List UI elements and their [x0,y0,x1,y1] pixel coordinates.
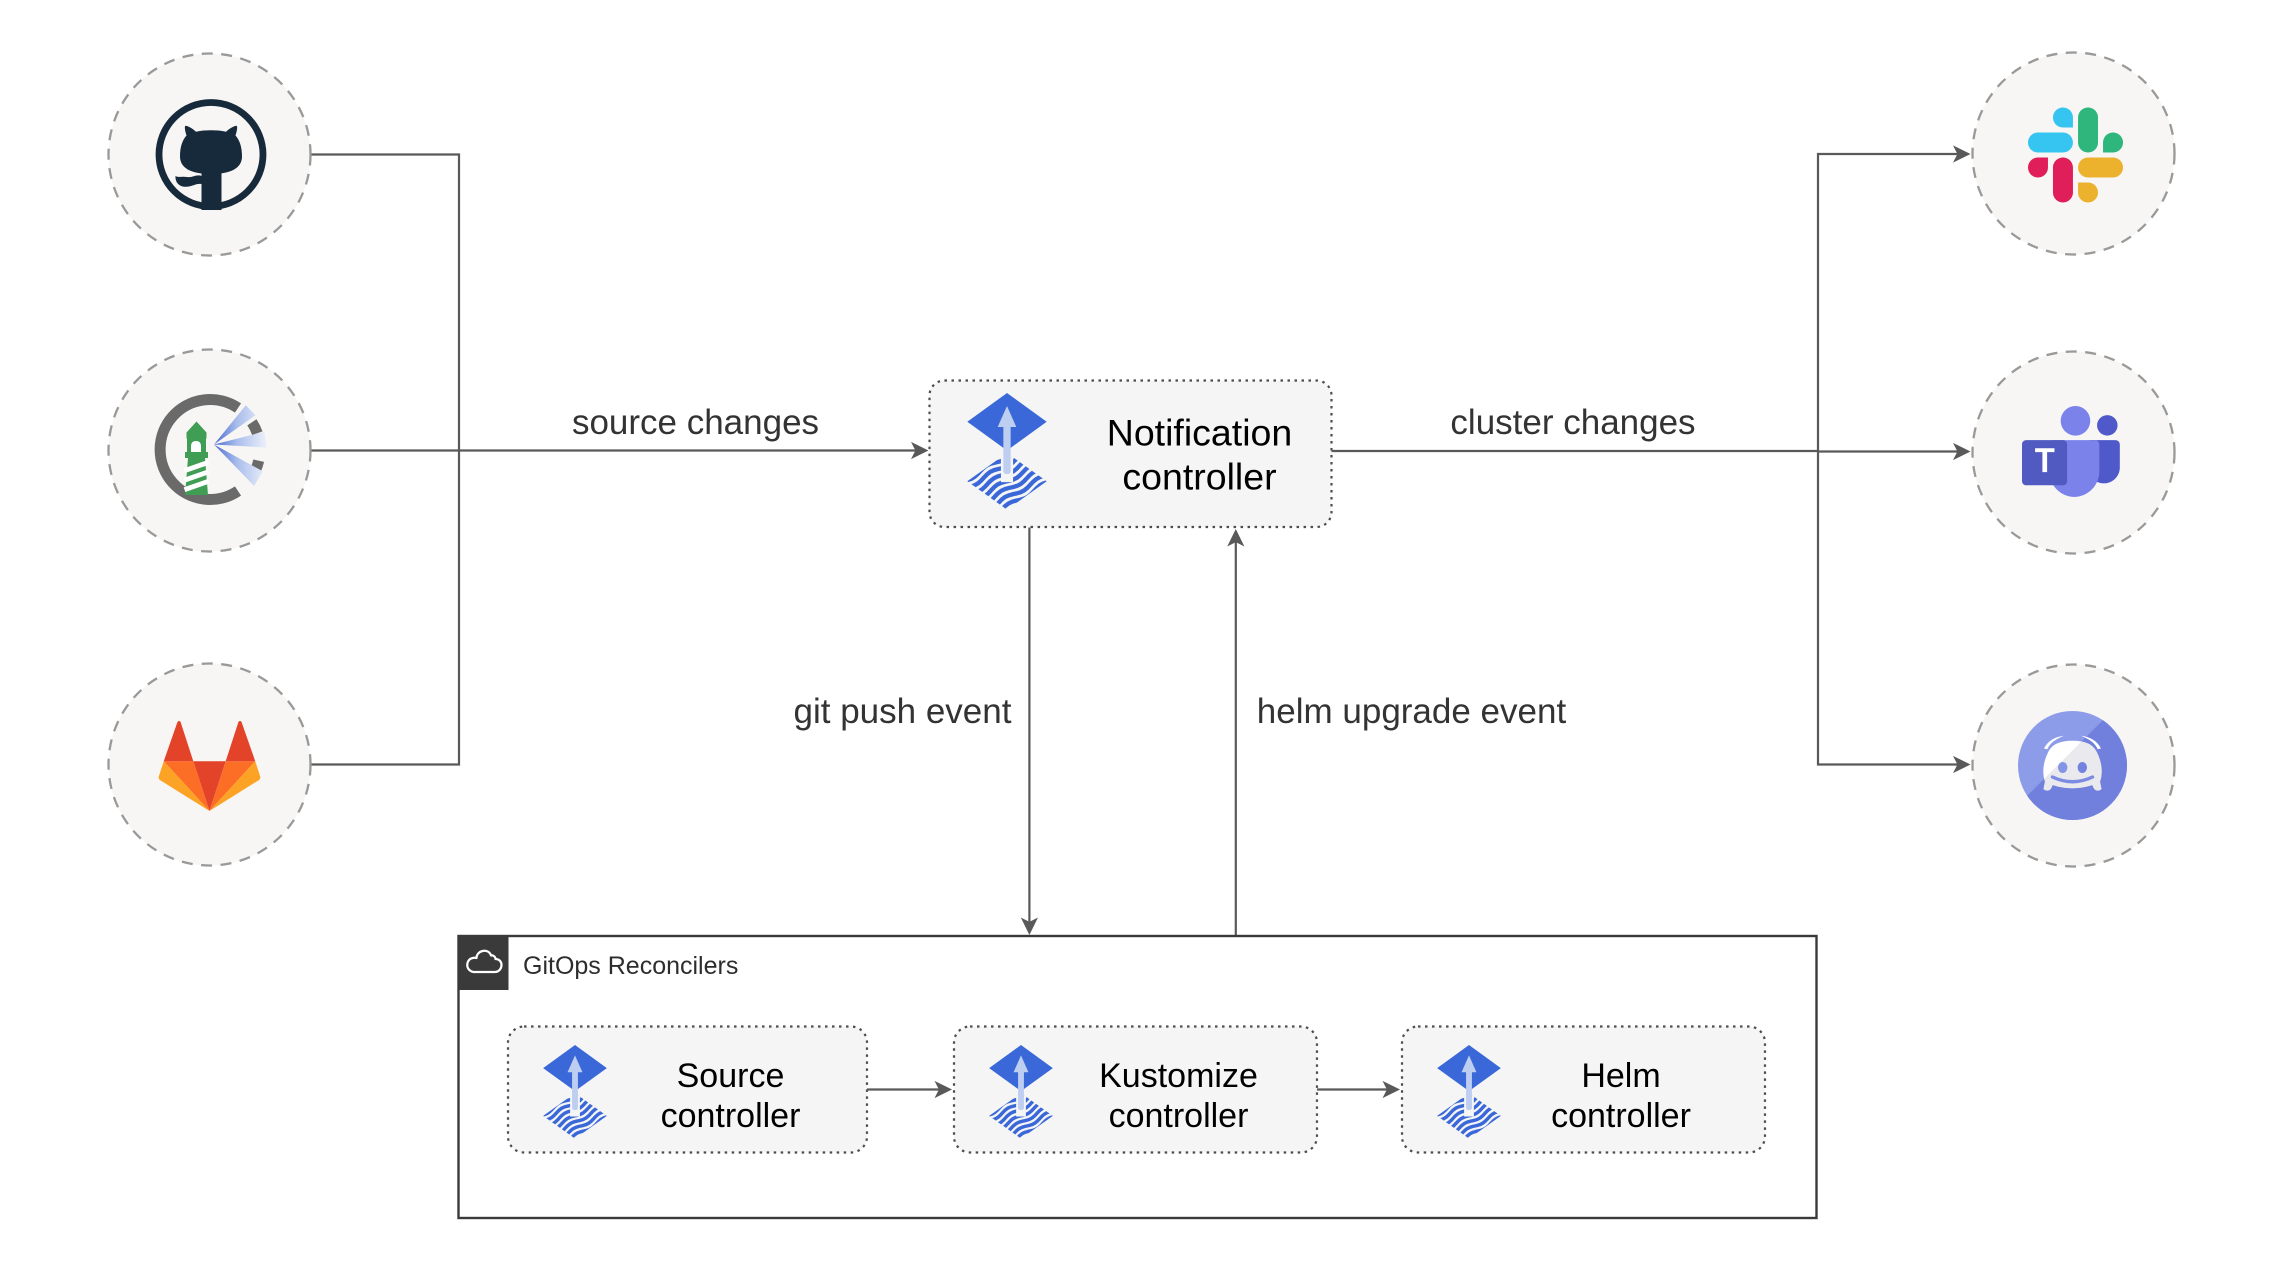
svg-text:controller: controller [1122,455,1276,497]
svg-text:cluster changes: cluster changes [1450,403,1695,442]
svg-text:Notification: Notification [1107,411,1293,453]
svg-text:controller: controller [661,1097,801,1135]
svg-text:Kustomize: Kustomize [1099,1057,1258,1095]
svg-text:Source: Source [677,1057,785,1095]
svg-text:GitOps Reconcilers: GitOps Reconcilers [523,952,738,980]
svg-text:git push event: git push event [794,692,1012,731]
svg-text:controller: controller [1109,1097,1249,1135]
svg-text:controller: controller [1551,1097,1691,1135]
svg-text:Helm: Helm [1581,1057,1660,1095]
svg-text:helm upgrade event: helm upgrade event [1257,692,1567,731]
svg-text:source changes: source changes [572,403,819,442]
